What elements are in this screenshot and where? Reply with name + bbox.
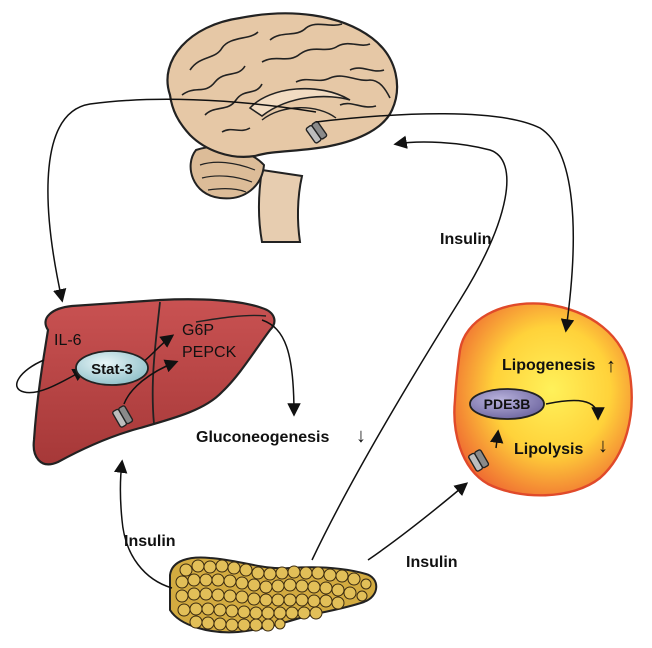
pepck-label: PEPCK bbox=[182, 344, 237, 361]
insulin-label-liver: Insulin bbox=[124, 533, 176, 550]
insulin-label-brain: Insulin bbox=[440, 231, 492, 248]
g6p-label: G6P bbox=[182, 322, 214, 339]
arrow-brain-to-adipose bbox=[316, 114, 573, 330]
pde3b-label: PDE3B bbox=[484, 396, 531, 412]
stat3-label: Stat-3 bbox=[91, 361, 133, 378]
pde3b-node: PDE3B bbox=[470, 389, 544, 419]
lipolysis-down-indicator: ↓ bbox=[598, 435, 608, 457]
insulin-label-adipose: Insulin bbox=[406, 554, 458, 571]
lipogenesis-label: Lipogenesis bbox=[502, 357, 595, 374]
lipogenesis-up-indicator: ↑ bbox=[606, 355, 616, 377]
brain-illustration bbox=[167, 13, 397, 242]
lipolysis-label: Lipolysis bbox=[514, 441, 583, 458]
gluconeogenesis-label: Gluconeogenesis bbox=[196, 429, 329, 446]
gluconeogenesis-down-indicator: ↓ bbox=[356, 425, 366, 447]
stat3-node: Stat-3 bbox=[76, 351, 148, 385]
arrow-pancreas-to-adipose bbox=[368, 484, 466, 560]
arrow-pancreas-to-liver bbox=[121, 462, 173, 588]
pancreas-illustration bbox=[170, 558, 376, 633]
il6-label: IL-6 bbox=[54, 332, 82, 349]
